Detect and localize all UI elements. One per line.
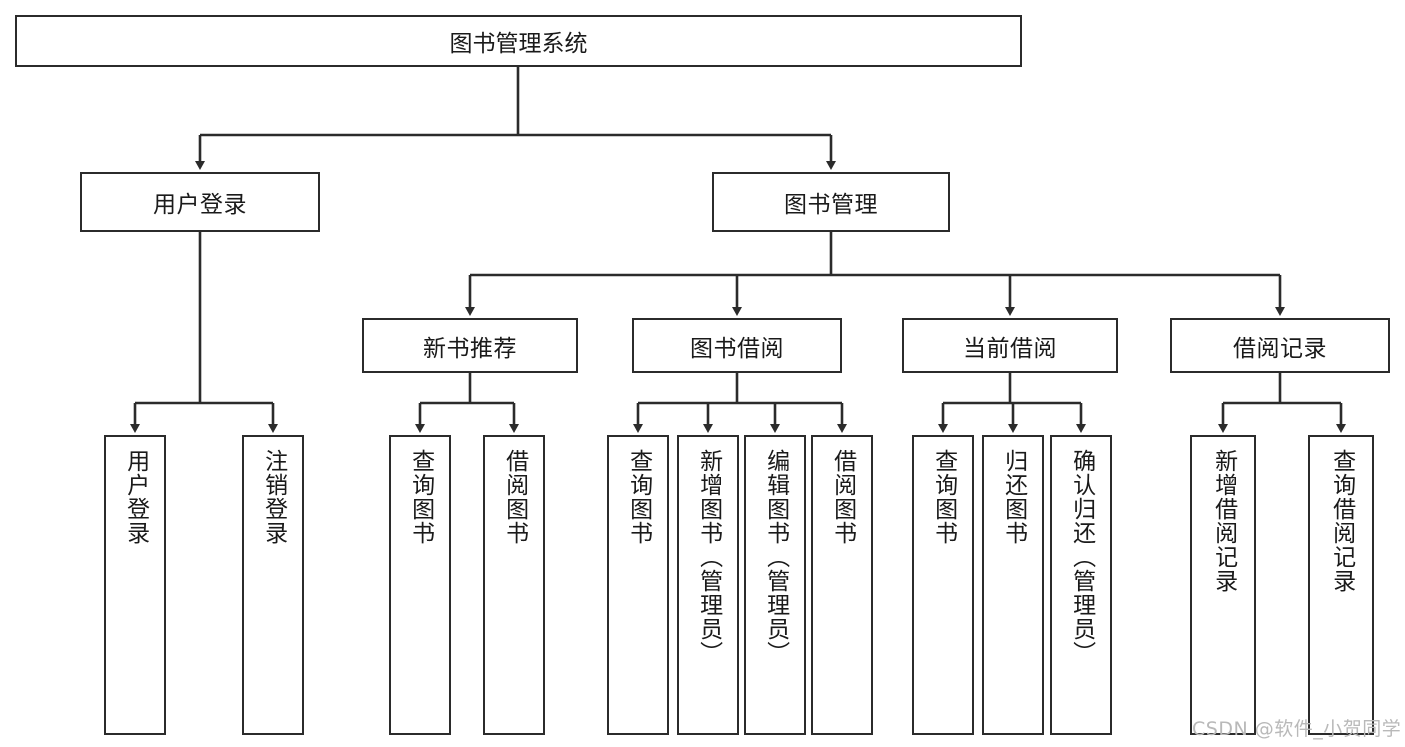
leaf-return-book-label: 归还图书 (1000, 449, 1027, 545)
node-borrow-record-label: 借阅记录 (1233, 335, 1327, 362)
leaf-add-book-admin-label: 新增图书（管理员） (695, 449, 722, 665)
node-user-login[interactable]: 用户登录 (80, 172, 320, 232)
leaf-borrow-book-label: 借阅图书 (829, 449, 856, 545)
node-book-borrow[interactable]: 图书借阅 (632, 318, 842, 373)
leaf-current-query-book[interactable]: 查询图书 (912, 435, 974, 735)
leaf-add-borrow-record[interactable]: 新增借阅记录 (1190, 435, 1256, 735)
leaf-borrow-query-book[interactable]: 查询图书 (607, 435, 669, 735)
leaf-query-borrow-record-label: 查询借阅记录 (1328, 449, 1355, 593)
leaf-add-book-admin[interactable]: 新增图书（管理员） (677, 435, 739, 735)
leaf-edit-book-admin[interactable]: 编辑图书（管理员） (744, 435, 806, 735)
leaf-add-borrow-record-label: 新增借阅记录 (1210, 449, 1237, 593)
node-book-management-label: 图书管理 (784, 192, 878, 218)
leaf-borrow-query-book-label: 查询图书 (625, 449, 652, 545)
leaf-query-borrow-record[interactable]: 查询借阅记录 (1308, 435, 1374, 735)
leaf-logout[interactable]: 注销登录 (242, 435, 304, 735)
leaf-user-login[interactable]: 用户登录 (104, 435, 166, 735)
node-current-borrow-label: 当前借阅 (963, 335, 1057, 362)
node-root-system[interactable]: 图书管理系统 (15, 15, 1022, 67)
csdn-watermark: CSDN @软件_小贺同学 (1192, 718, 1402, 740)
node-new-book-recommend[interactable]: 新书推荐 (362, 318, 578, 373)
leaf-newbook-query-book-label: 查询图书 (407, 449, 434, 545)
leaf-newbook-borrow-book[interactable]: 借阅图书 (483, 435, 545, 735)
leaf-newbook-query-book[interactable]: 查询图书 (389, 435, 451, 735)
leaf-user-login-label: 用户登录 (122, 449, 149, 545)
leaf-current-query-book-label: 查询图书 (930, 449, 957, 545)
node-root-label: 图书管理系统 (449, 31, 588, 57)
leaf-edit-book-admin-label: 编辑图书（管理员） (762, 449, 789, 665)
leaf-borrow-book[interactable]: 借阅图书 (811, 435, 873, 735)
node-new-book-recommend-label: 新书推荐 (423, 335, 517, 362)
leaf-return-book[interactable]: 归还图书 (982, 435, 1044, 735)
leaf-newbook-borrow-book-label: 借阅图书 (501, 449, 528, 545)
leaf-logout-label: 注销登录 (260, 449, 287, 545)
leaf-confirm-return-admin[interactable]: 确认归还（管理员） (1050, 435, 1112, 735)
node-current-borrow[interactable]: 当前借阅 (902, 318, 1118, 373)
node-borrow-record[interactable]: 借阅记录 (1170, 318, 1390, 373)
node-user-login-label: 用户登录 (153, 192, 247, 218)
node-book-borrow-label: 图书借阅 (690, 335, 784, 362)
leaf-confirm-return-admin-label: 确认归还（管理员） (1068, 449, 1095, 665)
node-book-management[interactable]: 图书管理 (712, 172, 950, 232)
